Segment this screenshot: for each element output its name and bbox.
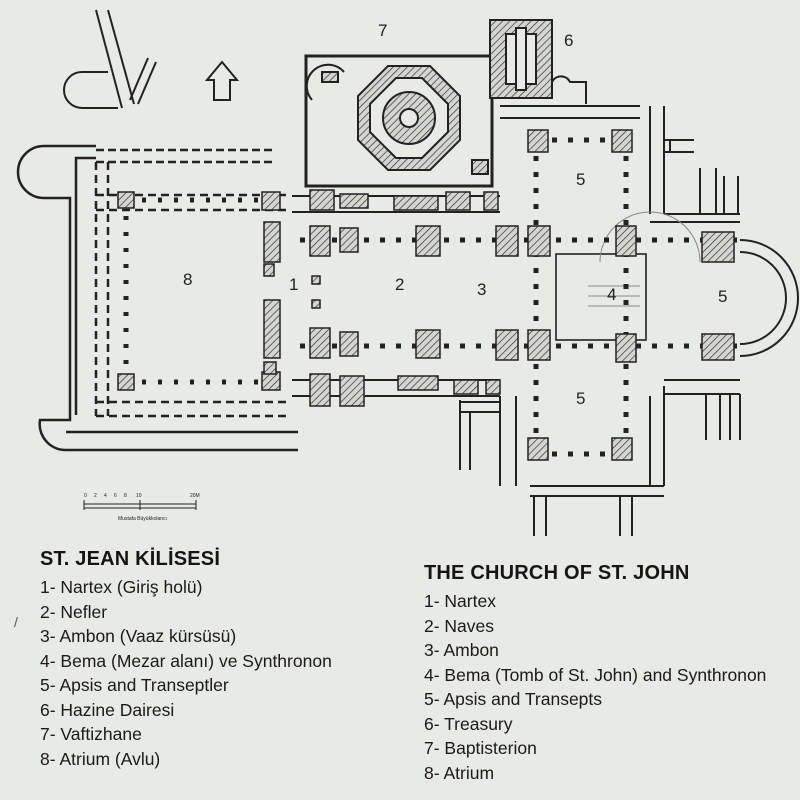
room-number-8: 8 [183,270,192,289]
legend-item: 1- Nartex (Giriş holü) [40,577,203,597]
north-arrow-icon [204,60,240,101]
atrium-enclosure [16,144,298,452]
legend-item: 5- Apsis and Transeptler [40,675,229,695]
legend-item: 5- Apsis and Transepts [424,689,603,709]
nave-colonnades [300,137,740,457]
legend-item: 7- Vaftizhane [40,724,142,744]
legend-item: 4- Bema (Mezar alanı) ve Synthronon [40,650,332,671]
legend-title-turkish: ST. JEAN KİLİSESİ [40,548,221,570]
scale-end: 20M [190,493,200,499]
room-number-5-apse: 5 [718,287,727,306]
legend-list-turkish: 1- Nartex (Giriş holü) 2- Nefler 3- Ambo… [40,575,332,771]
legend-item: 8- Atrium [424,762,495,783]
scale-bar [83,500,197,510]
legend-english: THE CHURCH OF ST. JOHN 1- Nartex 2- Nave… [424,562,766,785]
pin-mark: / [14,614,18,630]
legend-list-english: 1- Nartex 2- Naves 3- Ambon 4- Bema (Tom… [424,589,766,785]
legend-item: 7- Baptisterion [424,738,537,758]
scale-tick: 6 [114,493,117,499]
room-number-1: 1 [289,275,298,294]
room-number-5-north: 5 [576,170,585,189]
plan-author: Mustafa Büyükkolancı [118,516,167,522]
legend-item: 3- Ambon (Vaaz kürsüsü) [40,626,237,646]
room-number-3: 3 [477,280,486,299]
scale-labels: 0 2 4 6 8 10 20M Mustafa Büyükkolancı [84,493,200,522]
room-number-7: 7 [378,21,387,40]
legend-item: 1- Nartex [424,591,496,611]
atrium-corner-piers [117,191,281,391]
nave-piers [263,129,735,461]
legend-item: 6- Hazine Dairesi [40,699,175,720]
scale-tick: 10 [136,493,142,499]
scale-tick: 8 [124,493,127,499]
floor-plan: 1 2 3 4 5 5 5 6 7 8 0 2 4 6 8 10 20M Mus… [16,9,799,536]
legend-item: 2- Nefler [40,601,108,622]
legend-title-english: THE CHURCH OF ST. JOHN [424,562,690,584]
legend-turkish: ST. JEAN KİLİSESİ 1- Nartex (Giriş holü)… [40,548,332,771]
atrium-colonnade [123,197,270,385]
room-number-4: 4 [607,285,616,304]
legend-item: 3- Ambon [424,640,499,660]
legend-item: 6- Treasury [424,713,513,734]
room-numbers: 1 2 3 4 5 5 5 6 7 8 [183,21,727,408]
room-number-6: 6 [564,31,573,50]
legend-item: 2- Naves [424,615,495,636]
baptisterion [304,54,494,188]
nave-walls [292,105,799,536]
legend-item: 4- Bema (Tomb of St. John) and Synthrono… [424,664,767,685]
room-number-2: 2 [395,275,404,294]
room-number-5-south: 5 [576,389,585,408]
treasury [489,19,587,104]
scale-tick: 2 [94,493,97,499]
scale-tick: 0 [84,493,87,499]
scale-tick: 4 [104,493,107,499]
legend-item: 8- Atrium (Avlu) [40,748,161,769]
outer-wall-nw [63,9,157,109]
